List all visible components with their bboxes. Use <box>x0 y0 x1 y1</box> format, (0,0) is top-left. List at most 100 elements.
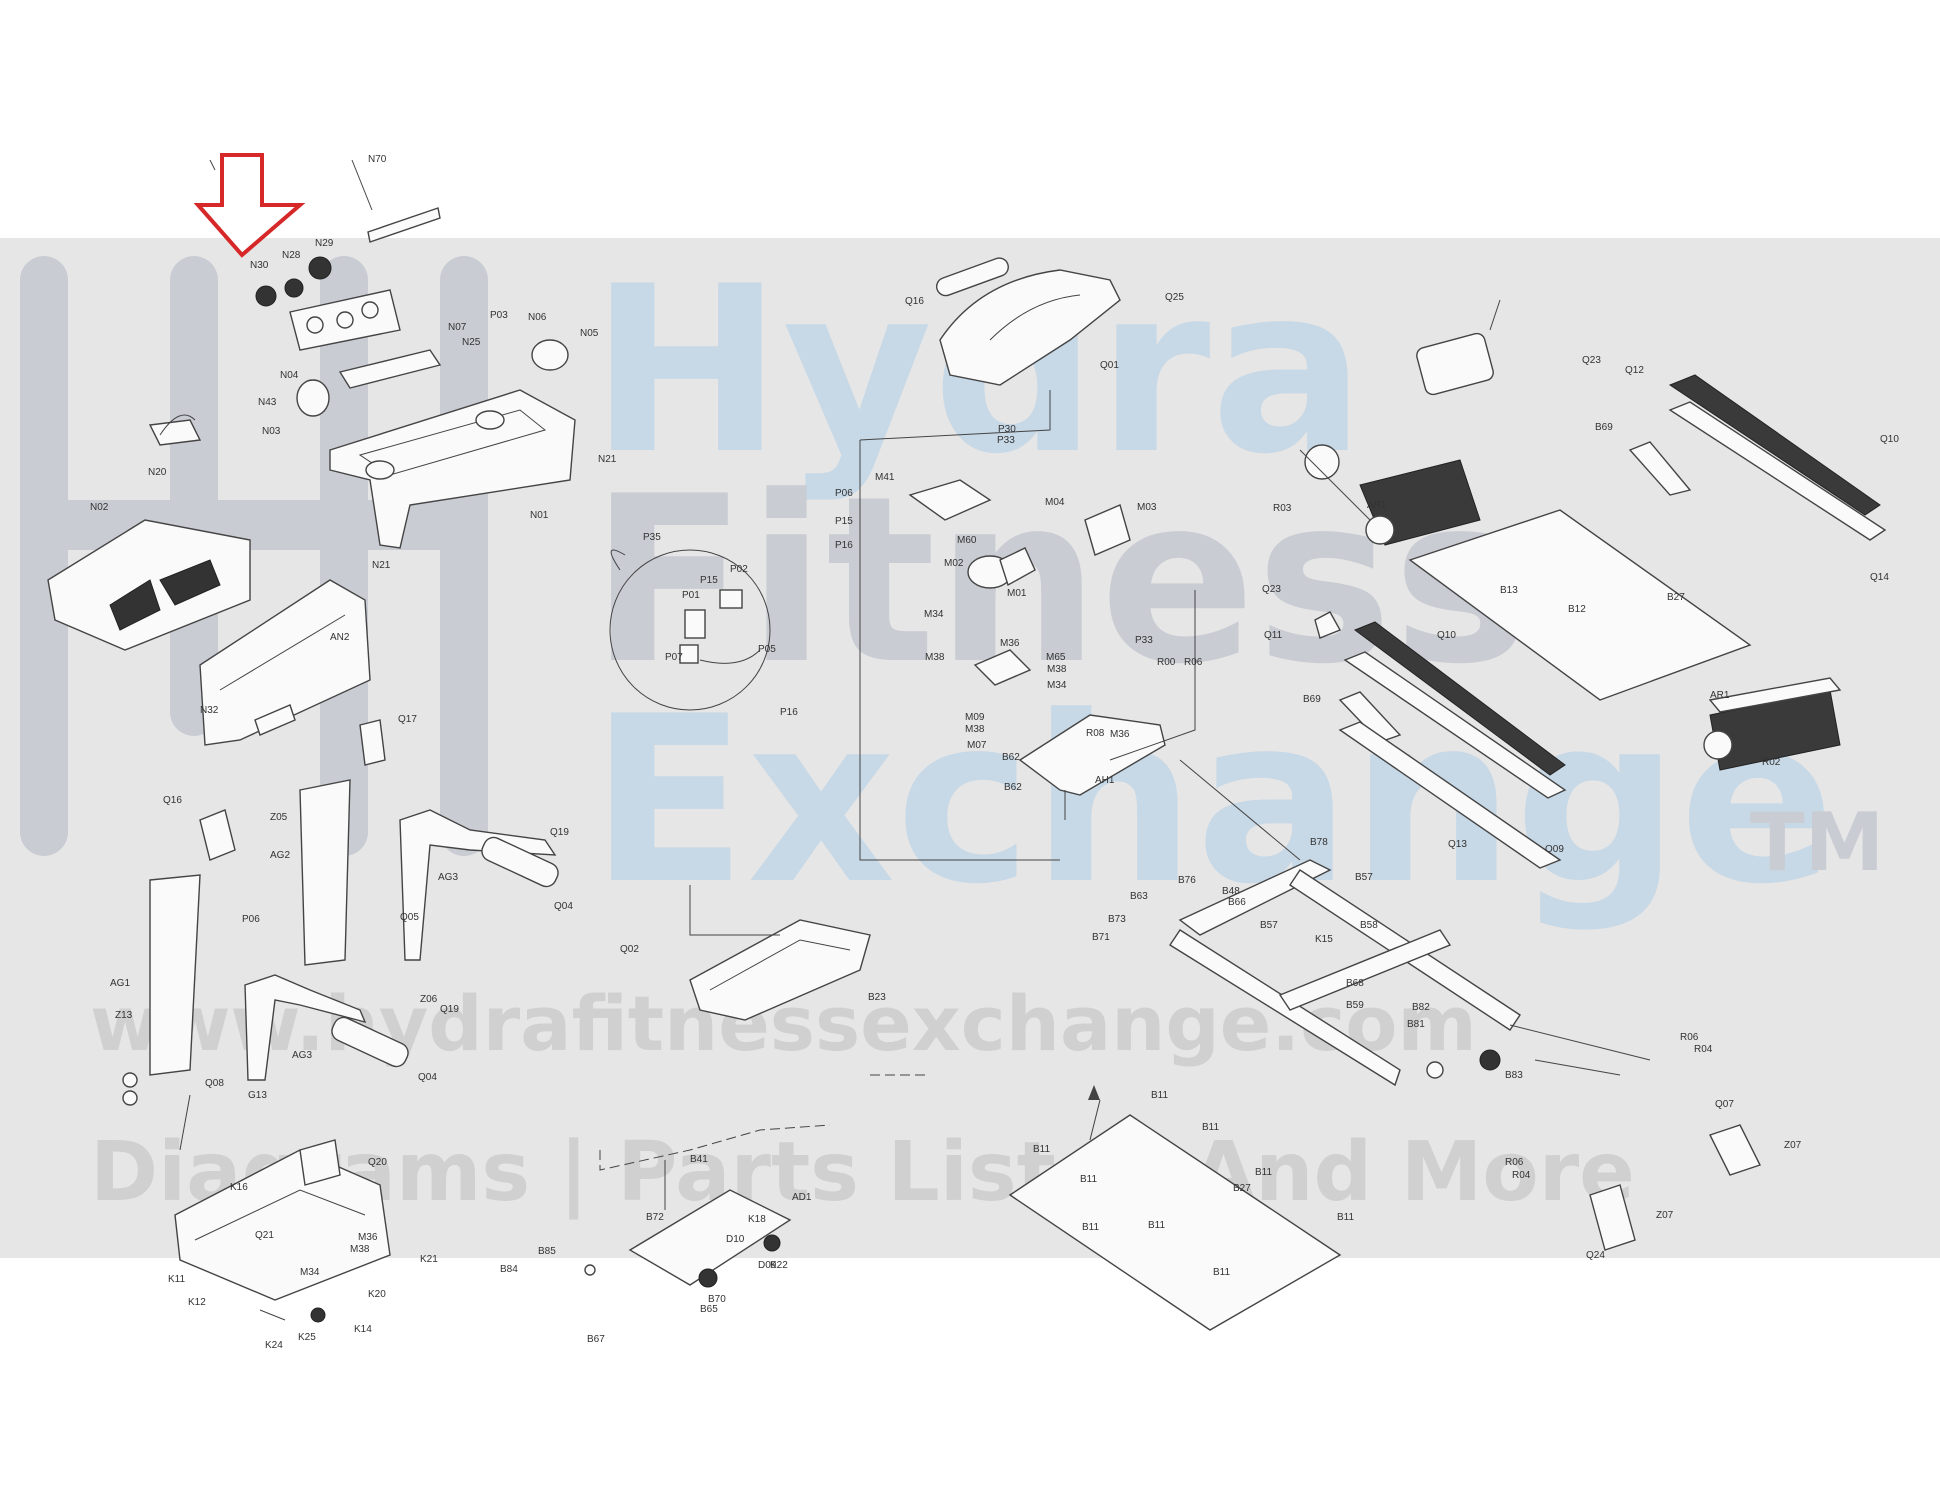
part-label-hood-27: B62 <box>1004 782 1022 793</box>
part-label-deck_frame-4: B48 <box>1222 886 1240 897</box>
part-label-electronics-4: P07 <box>665 652 683 663</box>
part-label-deck_frame-6: B73 <box>1108 914 1126 925</box>
part-label-deck_frame-13: B82 <box>1412 1002 1430 1013</box>
part-label-right-8: B12 <box>1568 604 1586 615</box>
part-label-deck_frame-5: B66 <box>1228 897 1246 908</box>
part-label-right-12: Q10 <box>1437 630 1456 641</box>
part-label-console-12: N01 <box>530 510 549 521</box>
part-label-lift-6: B85 <box>538 1246 556 1257</box>
part-label-console-15: N02 <box>90 502 109 513</box>
part-label-console-2: N28 <box>282 250 301 261</box>
part-label-hood-22: R06 <box>1184 657 1203 668</box>
part-label-console-3: N29 <box>315 238 334 249</box>
part-label-console-8: N05 <box>580 328 599 339</box>
part-label-lift-12: B70 <box>708 1294 726 1305</box>
part-label-right-13: B69 <box>1303 694 1321 705</box>
part-label-hood-23: M09 <box>965 712 985 723</box>
part-label-right-0: Q23 <box>1582 355 1601 366</box>
part-label-console-0: N70 <box>368 154 387 165</box>
part-label-lift-8: D10 <box>726 1234 745 1245</box>
part-label-deck_frame-21: R04 <box>1512 1170 1531 1181</box>
part-label-deck_frame-12: B59 <box>1346 1000 1364 1011</box>
part-label-base_left-11: K25 <box>298 1332 316 1343</box>
part-label-hood-15: M38 <box>925 652 945 663</box>
part-label-hood-14: M34 <box>924 609 944 620</box>
upright-frame <box>122 579 559 1151</box>
part-label-deck_frame-19: Z07 <box>1784 1140 1802 1151</box>
part-label-lift-10: K22 <box>770 1260 788 1271</box>
part-label-hood-12: M02 <box>944 558 964 569</box>
part-label-deck_frame-22: Q24 <box>1586 1250 1605 1261</box>
part-label-deck_board-0: B11 <box>1151 1090 1168 1101</box>
part-label-right-5: AR1 <box>1367 500 1387 511</box>
part-label-deck_frame-2: B76 <box>1178 875 1196 886</box>
part-label-console-10: N43 <box>258 397 277 408</box>
part-label-base_left-0: K16 <box>230 1182 248 1193</box>
part-label-frame_left-14: AG3 <box>292 1050 312 1061</box>
part-label-deck_frame-17: R04 <box>1694 1044 1713 1055</box>
part-label-hood-25: M07 <box>967 740 987 751</box>
part-label-electronics-6: P16 <box>780 707 798 718</box>
part-label-right-14: AR1 <box>1710 690 1730 701</box>
part-label-deck_frame-23: Z07 <box>1656 1210 1674 1221</box>
part-label-base_left-10: K24 <box>265 1340 283 1351</box>
part-label-hood-29: M36 <box>1110 729 1130 740</box>
part-label-base_left-12: K14 <box>354 1324 372 1335</box>
part-label-hood-20: P33 <box>1135 635 1153 646</box>
part-label-deck_frame-10: B58 <box>1360 920 1378 931</box>
part-label-electronics-3: P01 <box>682 590 700 601</box>
part-label-right-2: B69 <box>1595 422 1613 433</box>
part-label-lift-3: B72 <box>646 1212 664 1223</box>
part-label-base_left-4: M38 <box>350 1244 370 1255</box>
part-label-hood-30: AH1 <box>1095 775 1115 786</box>
part-label-hood-0: Q16 <box>905 296 924 307</box>
part-label-lift-13: B67 <box>587 1334 605 1345</box>
lift-assembly <box>584 919 930 1288</box>
part-label-deck_board-2: B11 <box>1202 1122 1219 1133</box>
part-label-console-5: N25 <box>462 337 481 348</box>
part-label-deck_frame-15: B83 <box>1505 1070 1523 1081</box>
part-label-hood-13: M01 <box>1007 588 1027 599</box>
part-label-deck_board-3: B11 <box>1080 1174 1097 1185</box>
part-label-frame_left-2: Q17 <box>398 714 417 725</box>
part-label-right-15: R02 <box>1762 757 1781 768</box>
part-label-electronics-0: P35 <box>643 532 661 543</box>
part-label-frame_left-18: Q04 <box>554 901 573 912</box>
part-label-hood-4: P33 <box>997 435 1015 446</box>
part-label-frame_left-6: AG3 <box>438 872 458 883</box>
brand-name-line3: Exchange <box>590 668 1835 935</box>
part-label-right-10: Q23 <box>1262 584 1281 595</box>
part-label-lift-11: B65 <box>700 1304 718 1315</box>
part-label-console-7: N06 <box>528 312 547 323</box>
part-label-deck_frame-14: B81 <box>1407 1019 1425 1030</box>
part-label-deck_frame-3: B63 <box>1130 891 1148 902</box>
part-label-right-4: R03 <box>1273 503 1292 514</box>
part-label-right-16: Q13 <box>1448 839 1467 850</box>
part-label-deck_frame-18: Q07 <box>1715 1099 1734 1110</box>
part-label-hood-19: M34 <box>1047 680 1067 691</box>
part-label-lift-2: B41 <box>690 1154 708 1165</box>
drive-and-belt-assembly <box>1299 299 1887 869</box>
part-label-base_left-5: M34 <box>300 1267 320 1278</box>
part-label-hood-2: Q01 <box>1100 360 1119 371</box>
part-label-right-1: Q12 <box>1625 365 1644 376</box>
part-label-frame_left-0: AN2 <box>330 632 350 643</box>
part-label-base_left-6: K21 <box>420 1254 438 1265</box>
part-label-hood-24: M38 <box>965 724 985 735</box>
part-label-lift-5: AD1 <box>792 1192 812 1203</box>
part-label-hood-8: P15 <box>835 516 853 527</box>
part-label-frame_left-17: Q19 <box>550 827 569 838</box>
part-label-hood-7: P06 <box>835 488 853 499</box>
part-label-right-3: Q10 <box>1880 434 1899 445</box>
part-label-lift-0: Q02 <box>620 944 639 955</box>
console-assembly <box>47 159 576 651</box>
part-label-frame_left-8: Z06 <box>420 994 438 1005</box>
part-label-deck_board-7: B11 <box>1337 1212 1354 1223</box>
part-label-deck_board-5: B27 <box>1233 1183 1251 1194</box>
part-label-deck_board-8: B11 <box>1148 1220 1165 1231</box>
part-label-deck_frame-11: B68 <box>1346 978 1364 989</box>
part-label-hood-18: M38 <box>1047 664 1067 675</box>
part-label-deck_board-1: B11 <box>1033 1144 1050 1155</box>
part-label-electronics-5: P05 <box>758 644 776 655</box>
